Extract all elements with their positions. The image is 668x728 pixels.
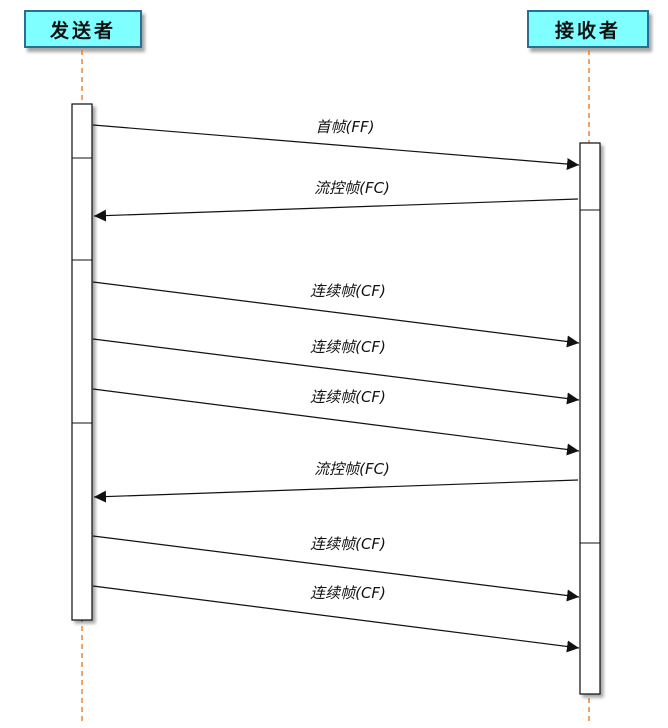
message-label-3: 连续帧(CF): [310, 282, 386, 300]
message-label-7: 连续帧(CF): [310, 535, 386, 553]
message-label-4: 连续帧(CF): [310, 338, 386, 356]
message-arrow-8: [92, 585, 580, 653]
message-arrow-6: [93, 479, 579, 503]
message-label-2: 流控帧(FC): [314, 179, 390, 197]
message-label-6: 流控帧(FC): [314, 460, 390, 478]
message-label-1: 首帧(FF): [316, 118, 375, 136]
message-arrow-7: [92, 535, 580, 602]
participant-sender: 发送者: [24, 10, 142, 48]
activation-bar-sender: [71, 103, 93, 621]
message-arrow-3: [92, 281, 580, 348]
message-label-8: 连续帧(CF): [310, 584, 386, 602]
message-arrow-4: [92, 338, 580, 405]
message-arrow-5: [92, 388, 580, 456]
activation-bar-receiver: [579, 142, 601, 695]
message-arrow-2: [93, 198, 579, 222]
participant-receiver: 接收者: [527, 10, 649, 48]
message-arrow-1: [92, 124, 580, 170]
message-label-5: 连续帧(CF): [310, 388, 386, 406]
